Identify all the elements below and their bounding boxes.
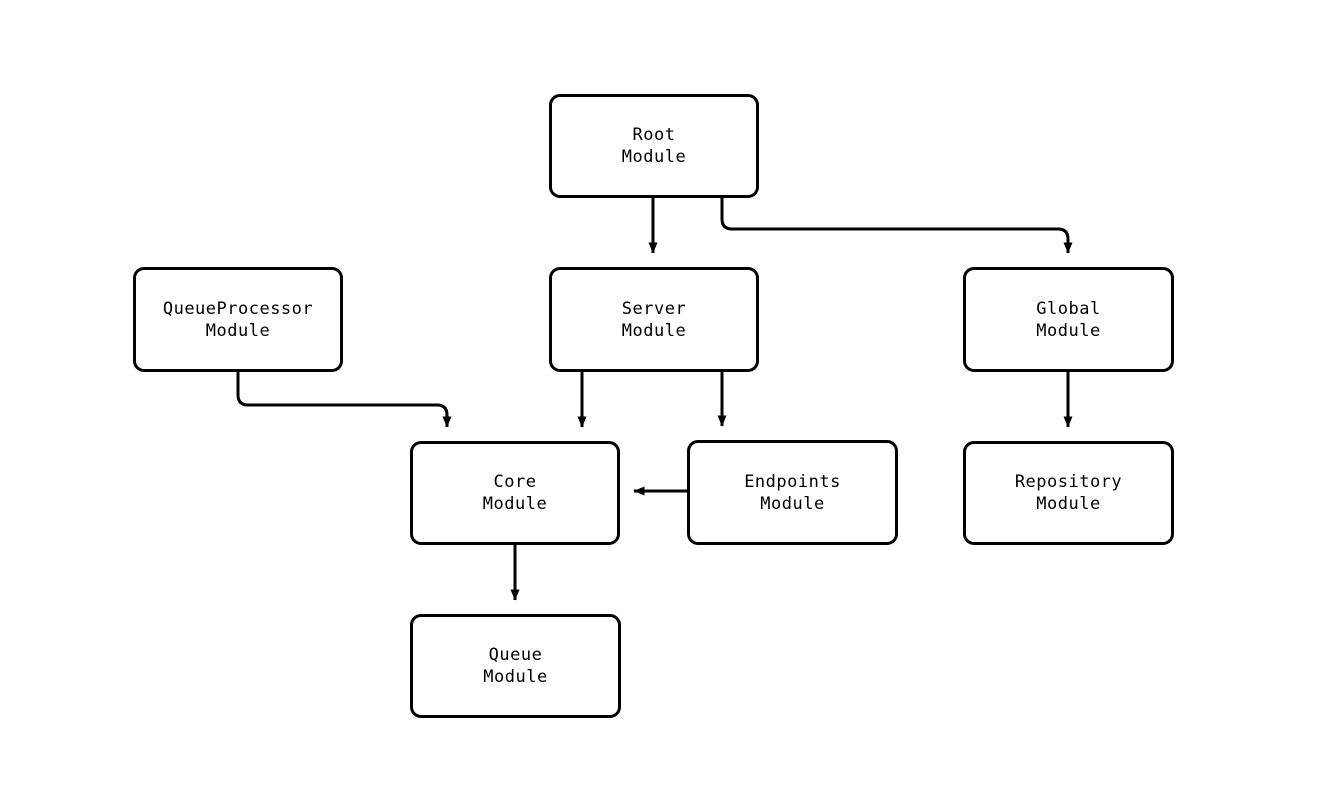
node-core-module[interactable]: Core Module xyxy=(410,441,620,545)
node-server-module-suffix: Module xyxy=(621,320,687,341)
node-server-module[interactable]: Server Module xyxy=(549,267,759,372)
node-global-module[interactable]: Global Module xyxy=(963,267,1174,372)
node-global-module-name: Global xyxy=(1036,298,1101,319)
node-queue-module-name: Queue xyxy=(488,645,543,665)
node-core-module-name: Core xyxy=(493,472,537,492)
node-root-module-name: Root xyxy=(632,125,676,145)
node-root-module[interactable]: Root Module xyxy=(549,94,759,198)
node-server-module-name: Server xyxy=(621,298,687,319)
node-endpoints-module[interactable]: Endpoints Module xyxy=(687,440,898,545)
node-repository-module[interactable]: Repository Module xyxy=(963,441,1174,545)
node-endpoints-module-suffix: Module xyxy=(760,493,825,514)
node-endpoints-module-name: Endpoints xyxy=(744,471,841,492)
node-queue-module-suffix: Module xyxy=(483,667,548,687)
node-repository-module-suffix: Module xyxy=(1036,494,1101,514)
edge-root-to-global xyxy=(720,198,1073,254)
node-queueprocessor-module-suffix: Module xyxy=(205,320,271,341)
edge-queueprocessor-to-core xyxy=(236,372,452,428)
node-core-module-suffix: Module xyxy=(482,494,548,514)
node-root-module-suffix: Module xyxy=(621,147,687,167)
node-queueprocessor-module[interactable]: QueueProcessor Module xyxy=(133,267,343,372)
node-queueprocessor-module-name: QueueProcessor xyxy=(162,298,314,319)
node-repository-module-name: Repository xyxy=(1014,472,1123,492)
node-queue-module[interactable]: Queue Module xyxy=(410,614,621,718)
node-global-module-suffix: Module xyxy=(1036,320,1101,341)
